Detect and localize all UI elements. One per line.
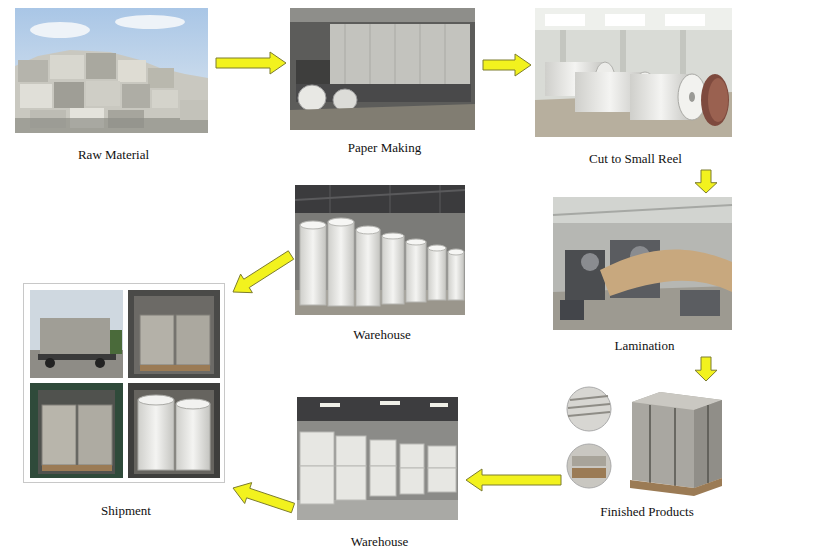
board-warehouse-photo: [297, 397, 458, 520]
process-step: Shipment: [23, 283, 229, 518]
process-step: Warehouse: [297, 397, 462, 549]
step-caption: Raw Material: [15, 147, 212, 162]
process-step: Paper Making: [290, 8, 479, 155]
flow-arrow: [695, 357, 717, 381]
flow-arrow: [695, 170, 717, 193]
flow-arrow: [483, 54, 531, 76]
step-caption: Lamination: [553, 338, 736, 353]
paper-machine-photo: [290, 8, 475, 130]
flow-arrow: [216, 52, 286, 74]
step-caption: Shipment: [23, 503, 229, 518]
roll-warehouse-photo: [295, 185, 465, 315]
lamination-photo: [553, 197, 732, 330]
flow-arrow: [233, 251, 294, 293]
reel-cutting-photo: [535, 8, 732, 137]
raw-material-photo: [15, 8, 208, 133]
shipment-photos: [24, 284, 225, 483]
flow-arrow: [466, 469, 561, 491]
step-caption: Cut to Small Reel: [535, 151, 736, 166]
flow-arrow: [233, 483, 295, 513]
step-caption: Warehouse: [295, 327, 469, 342]
process-step: Cut to Small Reel: [535, 8, 736, 166]
process-step: Lamination: [553, 197, 736, 353]
step-caption: Paper Making: [290, 140, 479, 155]
finished-board-photo: [567, 387, 722, 496]
step-caption: Warehouse: [297, 534, 462, 549]
process-step: Raw Material: [15, 8, 212, 162]
process-step: Finished Products: [565, 385, 729, 519]
step-caption: Finished Products: [565, 504, 729, 519]
process-step: Warehouse: [295, 185, 469, 342]
